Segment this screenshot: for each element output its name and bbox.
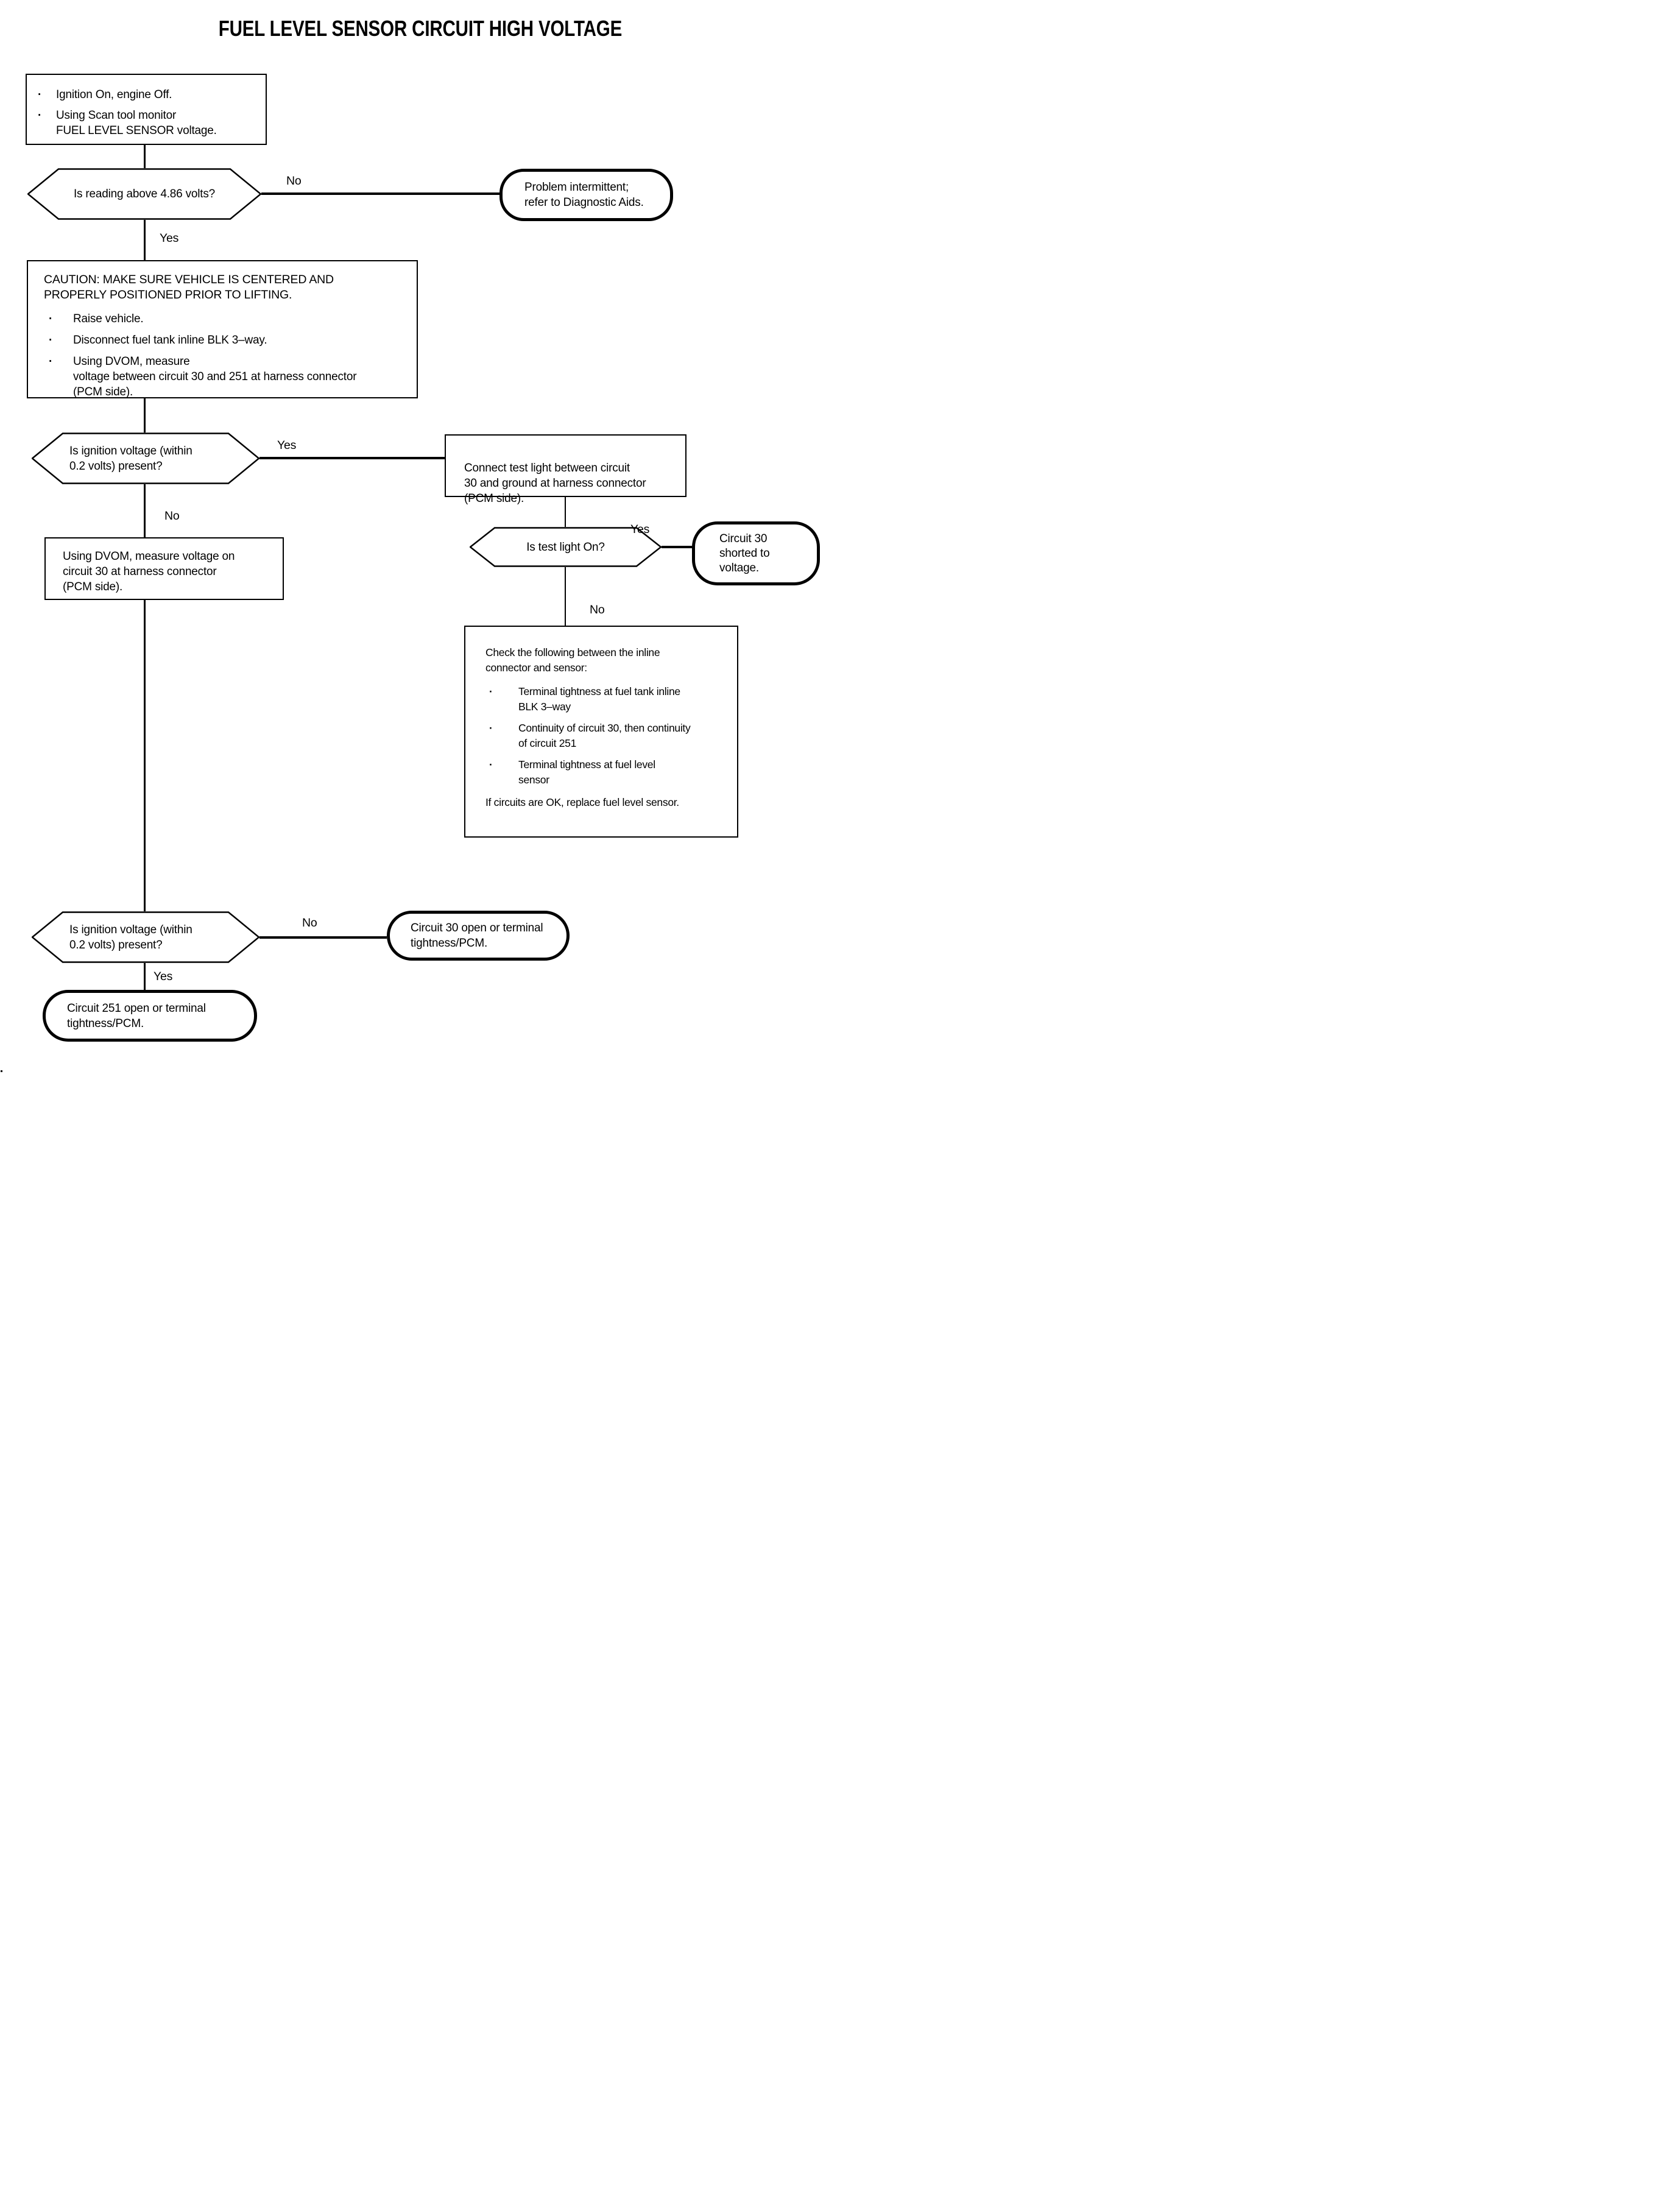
- check-circuits-box: Check the following between the inline c…: [464, 626, 738, 838]
- bullet-dot: ·: [49, 312, 53, 325]
- list-item: · Using Scan tool monitor FUEL LEVEL SEN…: [37, 108, 259, 138]
- connector-ignition2-no: [259, 936, 387, 939]
- process-connect-test-light-text: Connect test light between circuit 30 an…: [464, 462, 646, 505]
- edge-label-no-testlight: No: [590, 603, 605, 616]
- bullet-dot: ·: [489, 758, 493, 771]
- connector-testlight-yes: [662, 546, 692, 548]
- list-item: · Terminal tightness at fuel level senso…: [485, 757, 729, 788]
- connector-connect-to-testlight: [565, 497, 566, 527]
- check-heading: Check the following between the inline c…: [485, 646, 660, 674]
- connector-ignition1-no: [144, 484, 146, 537]
- check-footer: If circuits are OK, replace fuel level s…: [485, 796, 679, 808]
- bullet-dot: ·: [38, 109, 42, 122]
- terminator-circuit30-open-text: Circuit 30 open or terminal tightness/PC…: [411, 922, 543, 950]
- page-title: FUEL LEVEL SENSOR CIRCUIT HIGH VOLTAGE: [0, 16, 840, 41]
- caution-bullet-2: Disconnect fuel tank inline BLK 3–way.: [73, 334, 267, 347]
- terminator-circuit30-open: Circuit 30 open or terminal tightness/PC…: [387, 911, 570, 961]
- decision-test-light: Is test light On?: [470, 527, 662, 567]
- check-bullet-2: Continuity of circuit 30, then continuit…: [518, 722, 691, 749]
- list-item: · Terminal tightness at fuel tank inline…: [485, 684, 729, 715]
- connector-testlight-no: [565, 567, 566, 626]
- connector-caution-to-ignition1: [144, 398, 146, 432]
- decision-ignition-voltage-2: Is ignition voltage (within 0.2 volts) p…: [32, 911, 259, 963]
- caution-bullet-1: Raise vehicle.: [73, 312, 144, 325]
- terminator-problem-intermittent: Problem intermittent; refer to Diagnosti…: [499, 169, 673, 221]
- connector-ignition1-yes: [259, 457, 445, 459]
- page-title-text: FUEL LEVEL SENSOR CIRCUIT HIGH VOLTAGE: [218, 16, 622, 41]
- decision-ignition2-text: Is ignition voltage (within 0.2 volts) p…: [69, 923, 192, 951]
- edge-label-no-reading: No: [286, 174, 302, 188]
- terminator-problem-intermittent-text: Problem intermittent; refer to Diagnosti…: [524, 181, 644, 209]
- bullet-dot: ·: [49, 355, 53, 368]
- edge-label-yes-ignition2: Yes: [154, 970, 173, 983]
- edge-label-yes-reading: Yes: [160, 231, 179, 245]
- edge-label-yes-testlight: Yes: [630, 523, 650, 536]
- edge-label-no-ignition1: No: [164, 509, 180, 523]
- bullet-dot: ·: [489, 685, 493, 697]
- terminator-circuit30-shorted: Circuit 30 shorted to voltage.: [692, 521, 820, 585]
- list-item: · Raise vehicle.: [44, 311, 409, 327]
- terminator-circuit251-open: Circuit 251 open or terminal tightness/P…: [43, 990, 257, 1042]
- bullet-dot: ·: [38, 88, 42, 101]
- decision-reading-text: Is reading above 4.86 volts?: [73, 188, 216, 200]
- hexagon-shape: [32, 432, 259, 484]
- connector-start-to-reading: [144, 145, 146, 168]
- start-bullet-2: Using Scan tool monitor FUEL LEVEL SENSO…: [56, 109, 217, 137]
- hexagon-shape: [470, 527, 662, 567]
- terminator-circuit251-open-text: Circuit 251 open or terminal tightness/P…: [67, 1001, 206, 1030]
- connector-ignition2-yes: [144, 963, 146, 990]
- connector-measure-to-ignition2: [144, 600, 146, 911]
- flowchart-page: FUEL LEVEL SENSOR CIRCUIT HIGH VOLTAGE ·…: [0, 0, 840, 1105]
- scan-artifact-dot: [1, 1070, 2, 1072]
- terminator-circuit30-shorted-text: Circuit 30 shorted to voltage.: [719, 532, 770, 574]
- list-item: · Continuity of circuit 30, then continu…: [485, 721, 729, 751]
- bullet-dot: ·: [489, 722, 493, 734]
- decision-ignition1-text: Is ignition voltage (within 0.2 volts) p…: [69, 444, 192, 473]
- hexagon-shape: [32, 911, 259, 963]
- start-box: · Ignition On, engine Off. · Using Scan …: [26, 74, 267, 145]
- start-bullet-1: Ignition On, engine Off.: [56, 88, 172, 101]
- edge-label-yes-ignition1: Yes: [277, 439, 297, 452]
- hexagon-shape: [27, 168, 261, 220]
- bullet-dot: ·: [49, 334, 53, 347]
- check-bullet-3: Terminal tightness at fuel level sensor: [518, 758, 655, 786]
- caution-bullet-3: Using DVOM, measure voltage between circ…: [73, 355, 357, 398]
- process-measure-circuit30: Using DVOM, measure voltage on circuit 3…: [44, 537, 284, 600]
- caution-heading: CAUTION: MAKE SURE VEHICLE IS CENTERED A…: [44, 273, 334, 302]
- decision-test-light-text: Is test light On?: [526, 540, 605, 554]
- caution-box: CAUTION: MAKE SURE VEHICLE IS CENTERED A…: [27, 260, 418, 398]
- decision-reading-above: Is reading above 4.86 volts?: [27, 168, 261, 220]
- list-item: · Using DVOM, measure voltage between ci…: [44, 354, 409, 400]
- list-item: · Disconnect fuel tank inline BLK 3–way.: [44, 333, 409, 348]
- connector-reading-yes: [144, 220, 146, 260]
- edge-label-no-ignition2: No: [302, 916, 317, 930]
- process-measure-circuit30-text: Using DVOM, measure voltage on circuit 3…: [63, 550, 235, 593]
- list-item: · Ignition On, engine Off.: [37, 87, 259, 102]
- connector-reading-no: [261, 192, 499, 195]
- check-bullet-1: Terminal tightness at fuel tank inline B…: [518, 685, 680, 713]
- decision-ignition-voltage-1: Is ignition voltage (within 0.2 volts) p…: [32, 432, 259, 484]
- process-connect-test-light: Connect test light between circuit 30 an…: [445, 434, 686, 505]
